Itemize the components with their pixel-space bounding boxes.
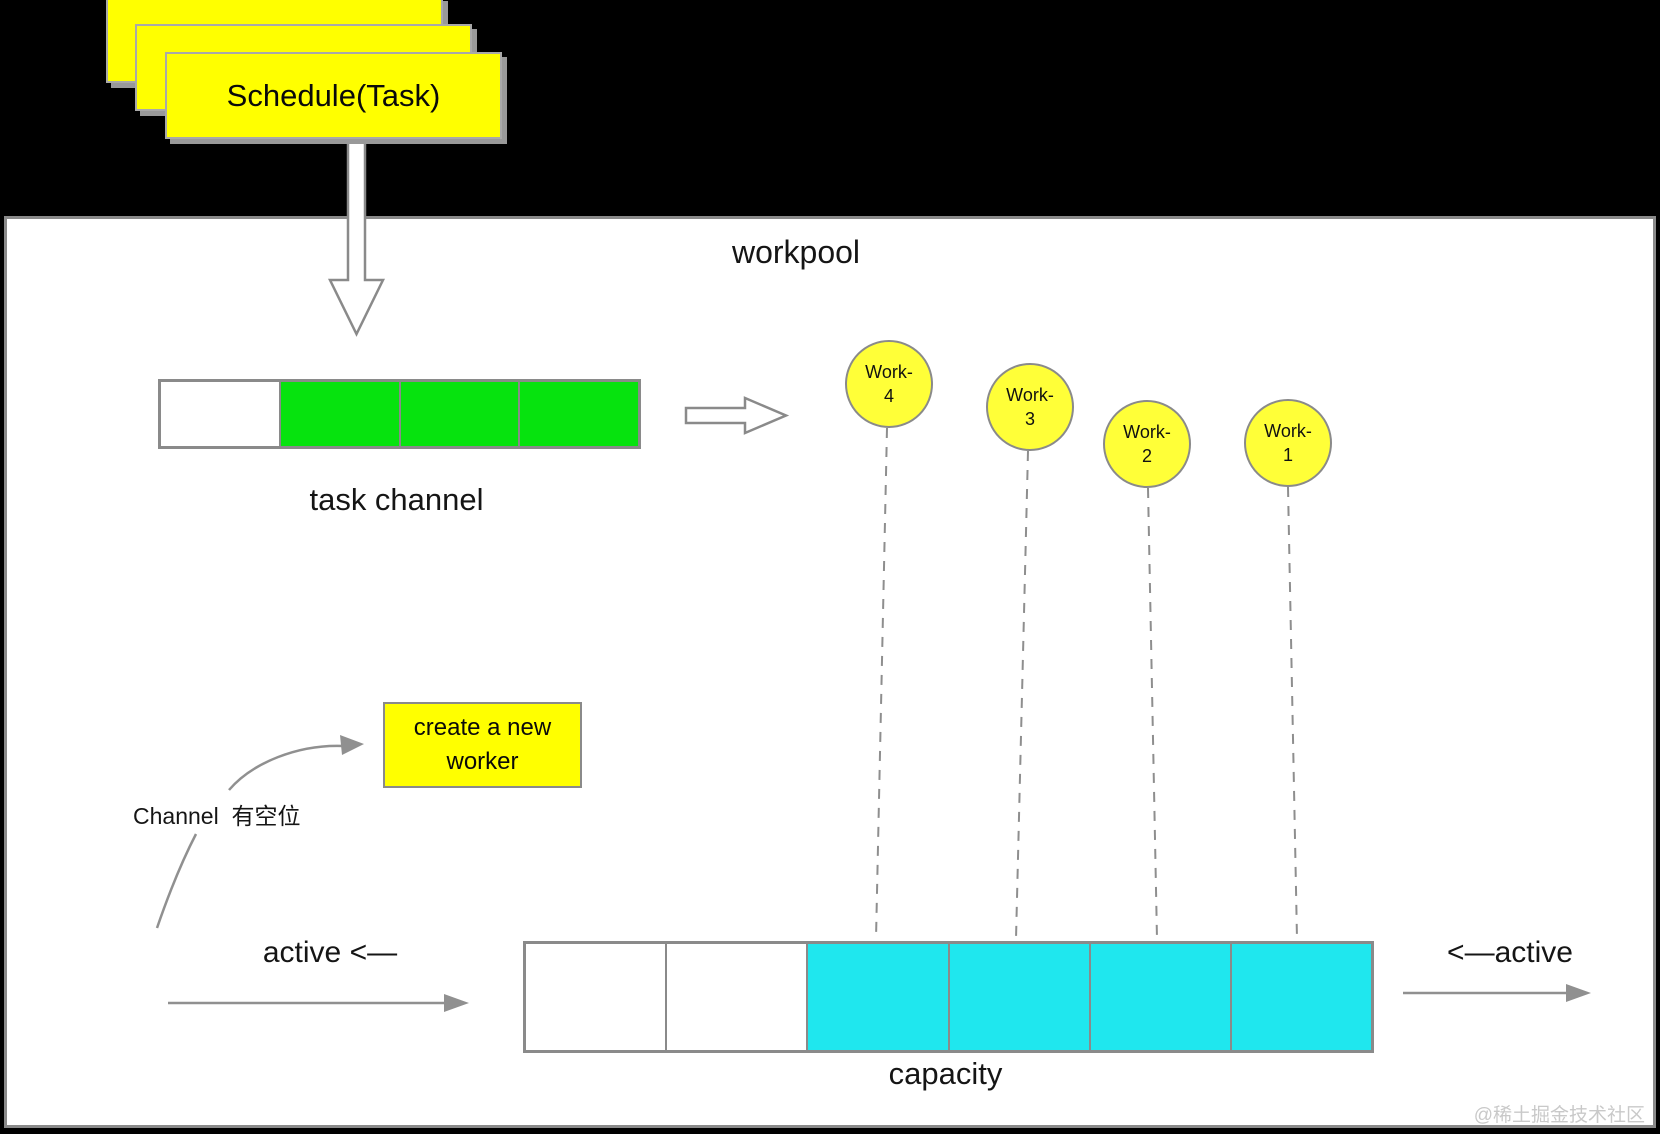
capacity-cell (665, 944, 807, 1050)
schedule-task-card: Schedule(Task) (165, 52, 502, 139)
watermark: @稀土掘金技术社区 (1473, 1105, 1645, 1126)
capacity-cell (1088, 944, 1230, 1050)
worker-circle-2: Work- 2 (1103, 400, 1191, 488)
task-channel-cell (518, 382, 638, 446)
worker-label: Work- (1123, 421, 1171, 442)
capacity-cell (806, 944, 948, 1050)
active-left-label: active <— (262, 936, 398, 969)
capacity-bar (523, 941, 1374, 1053)
task-channel-label: task channel (309, 482, 484, 517)
capacity-cell (947, 944, 1089, 1050)
worker-number: 2 (1141, 446, 1152, 466)
active-right-label: <—active (1447, 936, 1573, 969)
task-channel-bar (158, 379, 641, 449)
create-new-worker-box: create a new worker (383, 702, 582, 788)
create-worker-line1: create a new (413, 714, 552, 742)
capacity-label: capacity (888, 1056, 1003, 1091)
capacity-cell (1229, 944, 1372, 1050)
worker-label: Work- (1264, 420, 1312, 441)
worker-circle-3: Work- 3 (986, 363, 1074, 451)
channel-note-text: Channel 有空位 (133, 803, 301, 829)
task-channel-cell (398, 382, 519, 446)
worker-number: 1 (1282, 445, 1293, 465)
task-channel-cell (278, 382, 399, 446)
capacity-cell (526, 944, 666, 1050)
worker-label: Work- (1006, 384, 1054, 405)
worker-number: 3 (1024, 409, 1035, 429)
task-channel-cell (161, 382, 279, 446)
worker-circle-1: Work- 1 (1244, 399, 1332, 487)
worker-number: 4 (883, 386, 894, 406)
worker-circle-4: Work- 4 (845, 340, 933, 428)
worker-label: Work- (865, 361, 913, 382)
workpool-title: workpool (731, 234, 861, 270)
create-worker-line2: worker (446, 748, 519, 775)
